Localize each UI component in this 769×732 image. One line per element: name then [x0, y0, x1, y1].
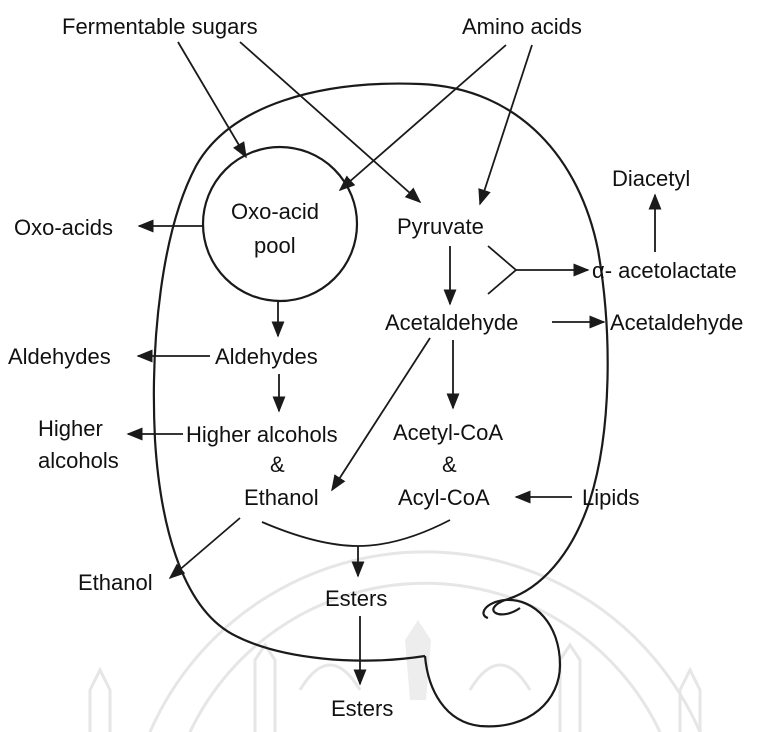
label-higher-alcohols-out-line2: alcohols — [38, 448, 119, 473]
yeast-bud-outline — [425, 600, 560, 726]
oxo-acid-pool-circle — [203, 147, 357, 301]
watermark-seal — [90, 552, 700, 732]
label-oxo-acids-out: Oxo-acids — [14, 215, 113, 240]
edge-amino-to-pool — [340, 45, 506, 190]
edge-acetaldehyde-to-ethanol — [332, 338, 430, 490]
label-higher-alcohols-in: Higher alcohols — [186, 422, 338, 447]
label-fermentable-sugars: Fermentable sugars — [62, 14, 258, 39]
edge-sugars-to-pyruvate — [240, 42, 420, 202]
edges — [128, 42, 655, 684]
label-aldehydes-out: Aldehydes — [8, 344, 111, 369]
label-acyl-coa: Acyl-CoA — [398, 485, 490, 510]
label-alpha-acetolactate: α- acetolactate — [592, 258, 737, 283]
labels: Fermentable sugars Amino acids Oxo-acid … — [8, 14, 743, 721]
label-ethanol-in: Ethanol — [244, 485, 319, 510]
edge-ethanol-out — [170, 518, 240, 578]
edge-amino-to-pyruvate — [480, 45, 532, 204]
label-ampersand-left: & — [270, 452, 285, 477]
label-oxo-acid-pool-line1: Oxo-acid — [231, 199, 319, 224]
label-acetyl-coa: Acetyl-CoA — [393, 420, 503, 445]
label-esters-in: Esters — [325, 586, 387, 611]
label-higher-alcohols-out-line1: Higher — [38, 416, 103, 441]
label-oxo-acid-pool-line2: pool — [254, 233, 296, 258]
label-aldehydes-in: Aldehydes — [215, 344, 318, 369]
label-ampersand-right: & — [442, 452, 457, 477]
label-amino-acids: Amino acids — [462, 14, 582, 39]
label-esters-out: Esters — [331, 696, 393, 721]
label-acetaldehyde-out: Acetaldehyde — [610, 310, 743, 335]
edge-merge-to-esters — [262, 520, 450, 546]
label-ethanol-out: Ethanol — [78, 570, 153, 595]
label-pyruvate: Pyruvate — [397, 214, 484, 239]
edge-pyruvate-bracket — [488, 246, 516, 294]
label-diacetyl: Diacetyl — [612, 166, 690, 191]
label-acetaldehyde-in: Acetaldehyde — [385, 310, 518, 335]
edge-sugars-to-pool — [178, 42, 246, 157]
label-lipids: Lipids — [582, 485, 639, 510]
